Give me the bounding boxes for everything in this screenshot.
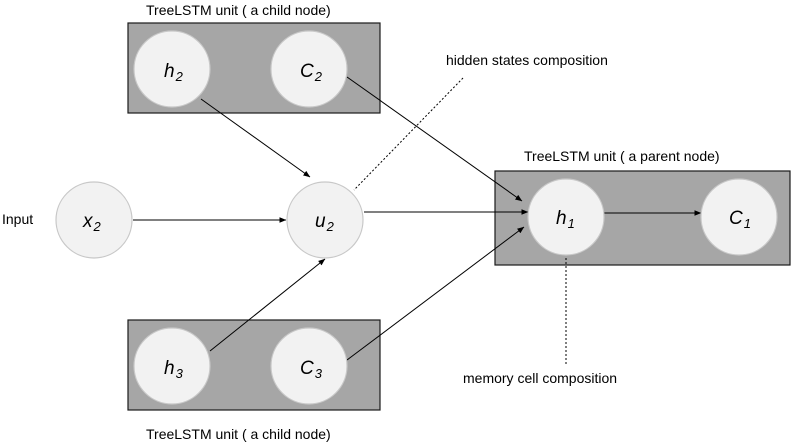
node-h3: h3 [133,327,211,405]
edge-h2-to-u2 [200,98,311,178]
node-x2: x2 [55,181,133,259]
svg-text:C3: C3 [300,358,323,381]
node-c2: C2 [270,30,348,108]
svg-text:h2: h2 [164,61,184,84]
svg-text:x2: x2 [82,211,102,234]
svg-text:h3: h3 [164,358,184,381]
node-u2: u2 [286,181,364,259]
edge-c2-to-h1 [346,76,523,202]
node-h1: h1 [527,178,605,256]
edge-c3-to-h1 [346,226,525,361]
svg-text:C2: C2 [300,61,323,84]
svg-text:h1: h1 [556,208,575,231]
hidden-states-label: hidden states composition [446,52,608,68]
svg-text:C1: C1 [729,208,751,231]
node-c1: C1 [700,178,778,256]
child-unit-caption-top: TreeLSTM unit ( a child node) [146,2,331,18]
node-h2: h2 [133,30,211,108]
parent-unit-caption: TreeLSTM unit ( a parent node) [524,148,720,164]
edge-h3-to-u2 [209,258,326,352]
child-unit-caption-bottom: TreeLSTM unit ( a child node) [146,426,331,442]
node-c3: C3 [270,327,348,405]
input-label: Input [2,211,33,227]
svg-text:u2: u2 [315,211,335,234]
memory-cell-label: memory cell composition [463,370,617,386]
